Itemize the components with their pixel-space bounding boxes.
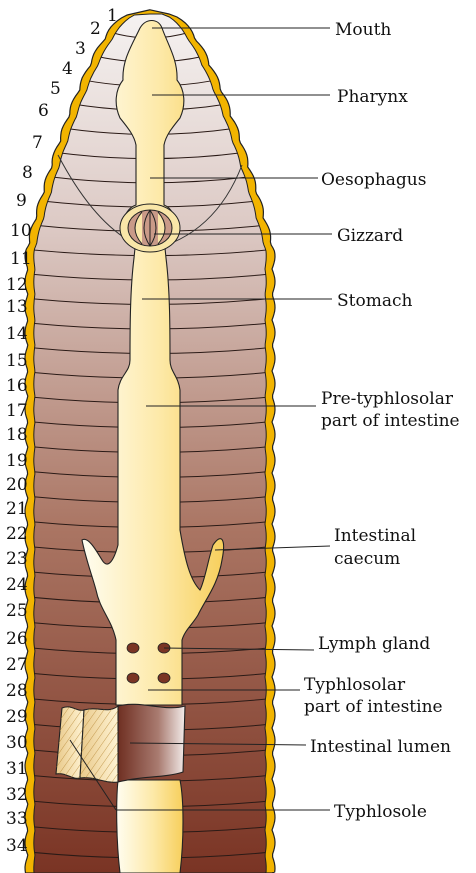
segment-number: 12 (6, 275, 28, 295)
segment-number: 29 (6, 707, 28, 727)
lymph-gland-dot (126, 642, 140, 654)
segment-number: 28 (6, 681, 28, 701)
typhlosole-flap-hatch (56, 706, 84, 779)
segment-number: 30 (6, 733, 28, 753)
segment-number: 31 (6, 759, 28, 779)
segment-number: 2 (90, 19, 101, 39)
lymph-gland-dot (157, 672, 171, 684)
segment-number: 23 (6, 549, 28, 569)
segment-number: 8 (22, 163, 33, 183)
label-pharynx: Pharynx (337, 87, 408, 107)
segment-number: 18 (6, 425, 28, 445)
label-intestinal-caecum-line1: Intestinal (334, 526, 416, 546)
lymph-gland-dot (126, 672, 140, 684)
segment-numbers: 1234567891011121314151617181920212223242… (6, 6, 118, 856)
leader-intestinal-caecum (214, 545, 331, 551)
segment-number: 22 (6, 524, 28, 544)
segment-number: 1 (107, 6, 118, 26)
label-pre-typhlosolar-line1: Pre-typhlosolar (321, 389, 454, 409)
leader-intestinal-lumen (129, 742, 307, 746)
segment-number: 4 (62, 59, 73, 79)
leader-typhlosole-a (69, 739, 117, 811)
label-intestinal-caecum-line2: caecum (334, 549, 400, 569)
label-oesophagus: Oesophagus (321, 170, 426, 190)
segment-number: 14 (6, 324, 28, 344)
label-stomach: Stomach (337, 291, 412, 311)
segment-number: 10 (10, 221, 32, 241)
segment-number: 34 (6, 836, 28, 856)
segment-number: 26 (6, 629, 28, 649)
typhlosole-flap-inner-hatch (80, 706, 118, 783)
segment-number: 24 (6, 575, 28, 595)
segment-number: 9 (16, 191, 27, 211)
segment-number: 7 (32, 133, 43, 153)
segment-number: 21 (6, 499, 28, 519)
segment-number: 6 (38, 101, 49, 121)
segment-number: 13 (6, 297, 28, 317)
segment-number: 32 (6, 785, 28, 805)
segment-number: 27 (6, 655, 28, 675)
gizzard (119, 203, 181, 253)
diagram-labels: Mouth Pharynx Oesophagus Gizzard Stomach… (304, 20, 460, 822)
label-gizzard: Gizzard (337, 226, 403, 246)
label-typhlosolar-line2: part of intestine (304, 697, 443, 717)
segment-number: 5 (50, 79, 61, 99)
segment-number: 33 (6, 809, 28, 829)
segment-number: 16 (6, 376, 28, 396)
label-typhlosolar-line1: Typhlosolar (304, 675, 406, 695)
segment-number: 20 (6, 475, 28, 495)
leader-lymph-gland (163, 647, 315, 651)
segment-number: 25 (6, 601, 28, 621)
label-mouth: Mouth (335, 20, 391, 40)
posterior-intestine (116, 779, 184, 873)
label-lymph-gland: Lymph gland (318, 634, 430, 654)
leader-lines (69, 27, 332, 811)
label-pre-typhlosolar-line2: part of intestine (321, 411, 460, 431)
label-intestinal-lumen: Intestinal lumen (310, 737, 451, 757)
lymph-glands (126, 642, 171, 684)
label-typhlosole: Typhlosole (334, 802, 427, 822)
segment-number: 17 (6, 401, 28, 421)
segment-number: 15 (6, 351, 28, 371)
segment-number: 11 (10, 249, 32, 269)
segment-number: 19 (6, 451, 28, 471)
segment-number: 3 (75, 39, 86, 59)
